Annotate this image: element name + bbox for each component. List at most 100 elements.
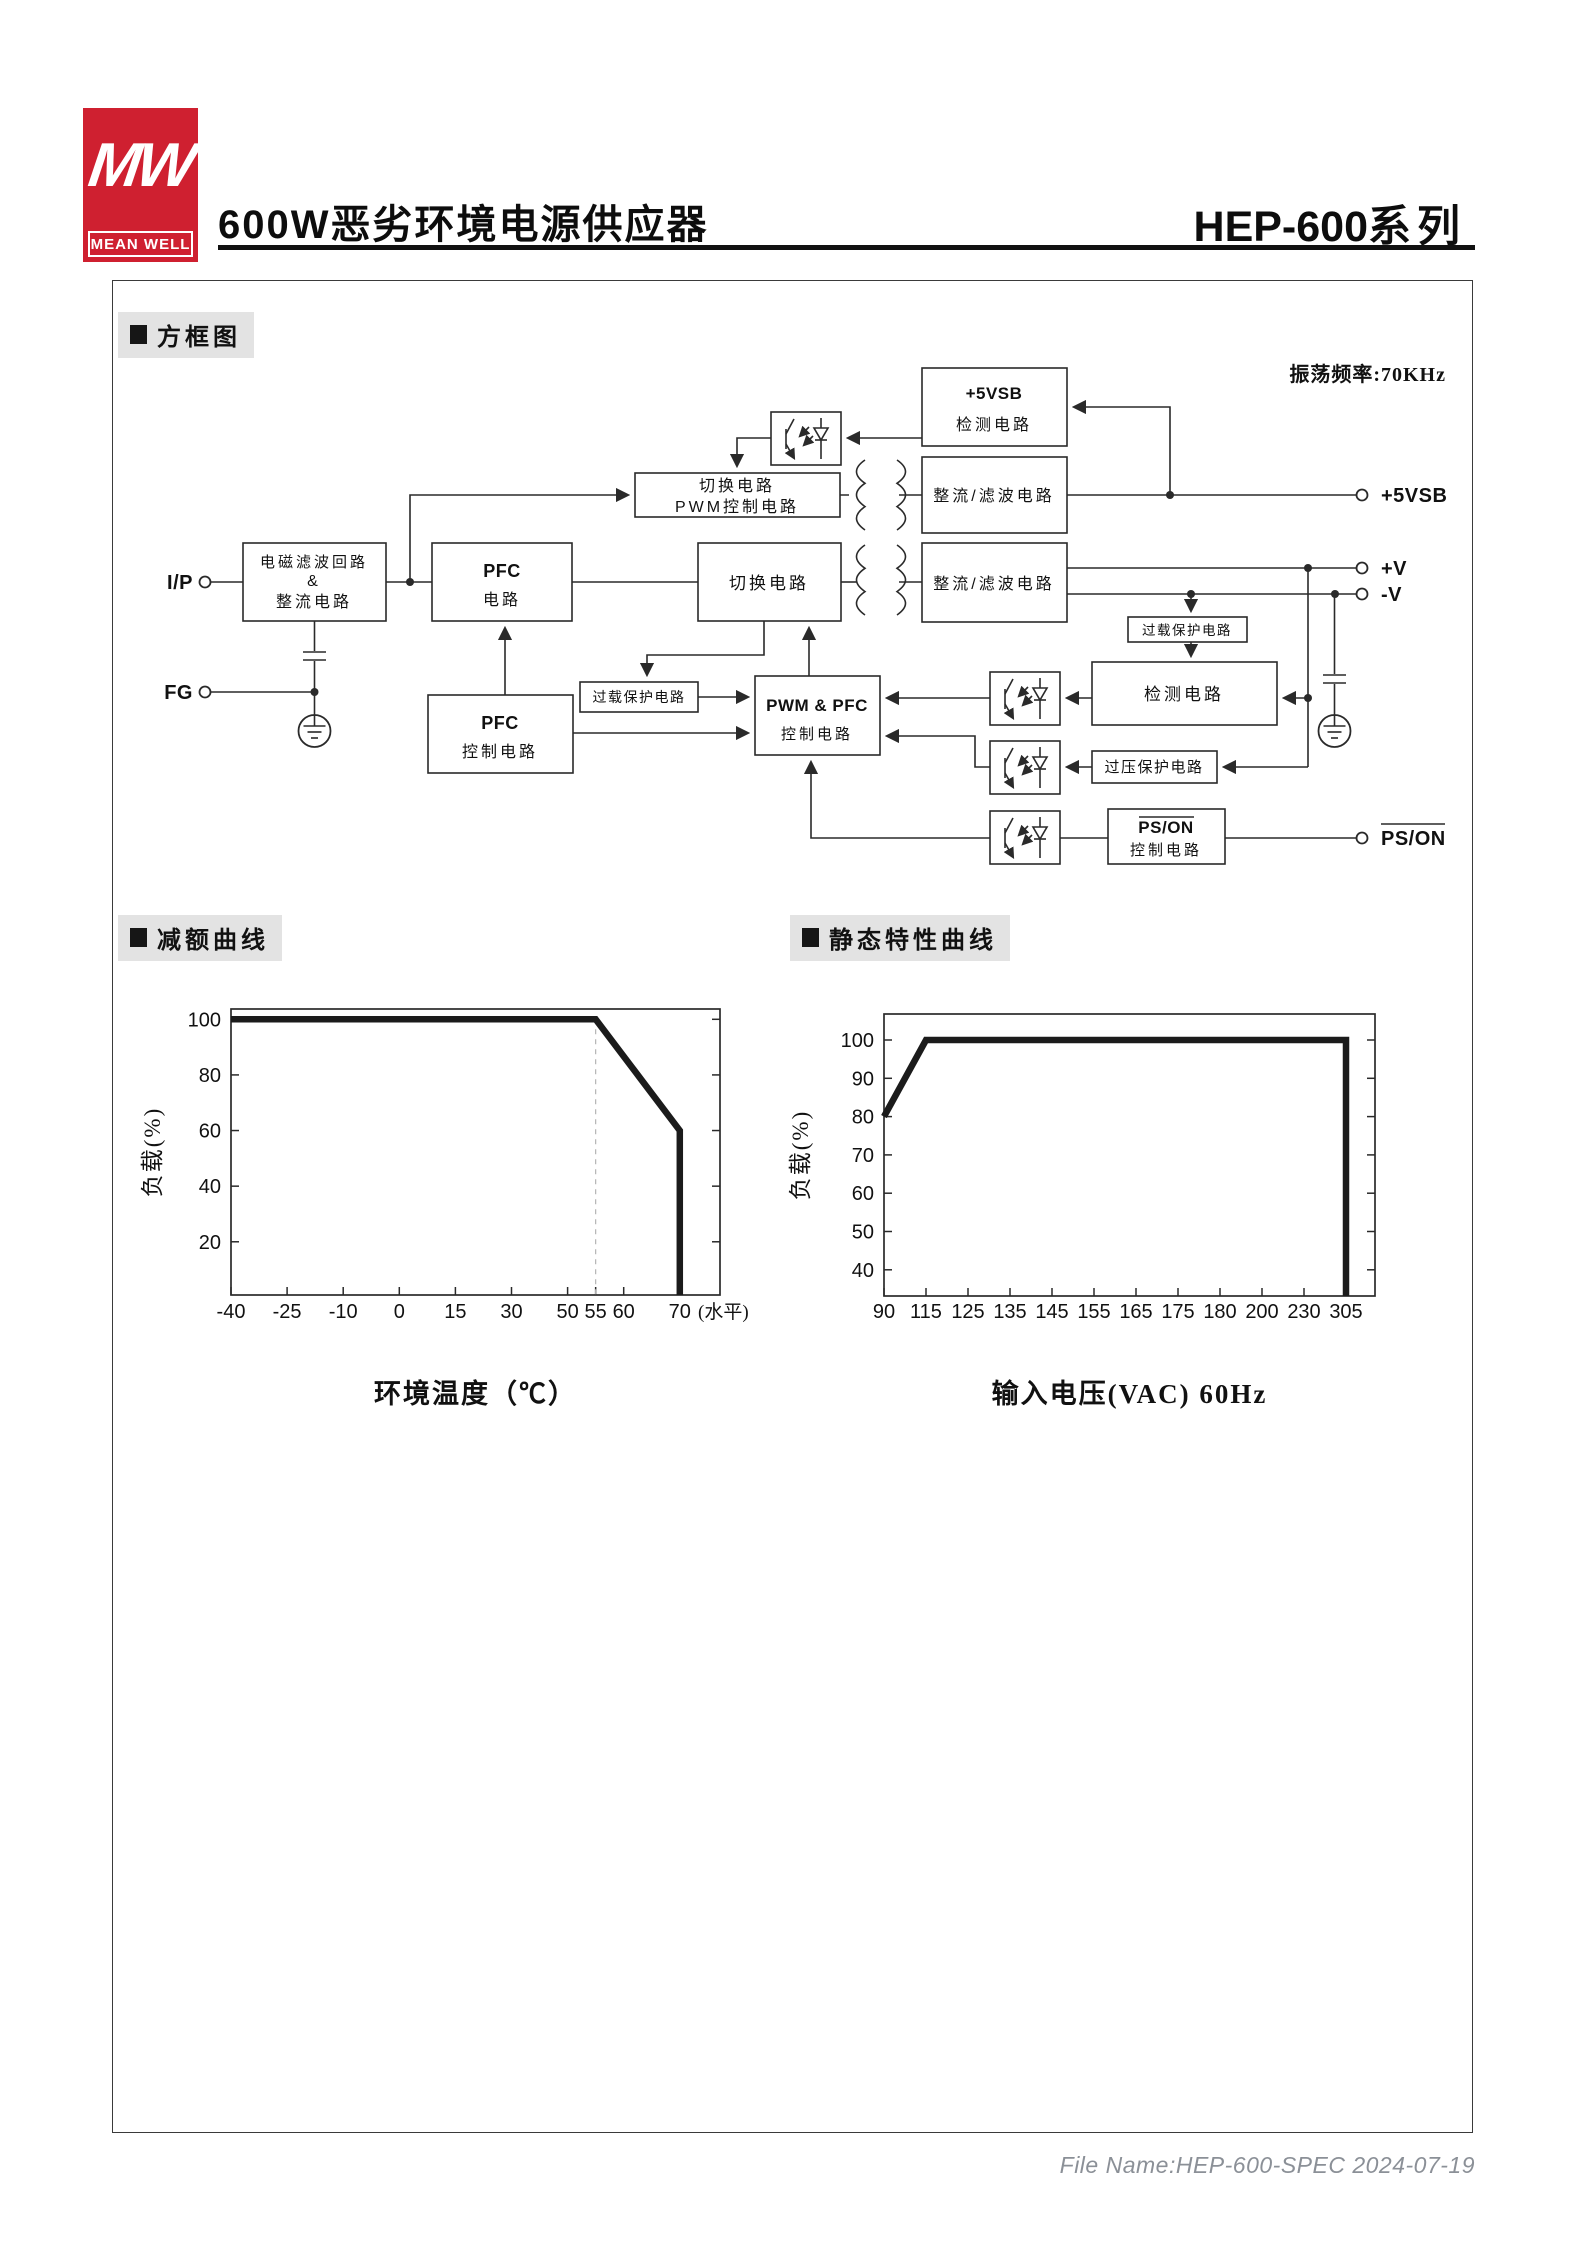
x-tick-label: 175 [1161,1301,1194,1323]
footer-file-name: File Name:HEP-600-SPEC 2024-07-19 [1059,2152,1475,2178]
y-tick-label: 60 [199,1121,221,1143]
x-tick-label: 115 [910,1301,942,1323]
svg-text:整流/滤波电路: 整流/滤波电路 [933,487,1054,505]
svg-text:切换电路: 切换电路 [729,574,809,593]
svg-text:PWM控制电路: PWM控制电路 [675,498,799,516]
section-heading-label: 方框图 [157,325,241,351]
y-tick-label: 40 [852,1260,874,1282]
svg-text:过压保护电路: 过压保护电路 [1104,759,1203,776]
x-tick-label: -10 [329,1301,358,1323]
svg-text:PS/ON: PS/ON [1138,818,1193,837]
terminal-pson: PS/ON [1355,823,1446,850]
y-tick-label: 80 [852,1107,874,1129]
x-tick-label: 180 [1203,1301,1236,1323]
terminal-fg: FG [164,682,212,704]
x-tick-label: 30 [500,1301,522,1323]
y-tick-label: 100 [188,1009,221,1031]
x-tick-label: -25 [273,1301,302,1323]
x-tick-label: 230 [1287,1301,1320,1323]
block-rect-filter-standby: 整流/滤波电路 [921,456,1068,534]
x-tick-label: 145 [1035,1301,1068,1323]
section-heading-label: 静态特性曲线 [829,928,997,954]
block-emi-filter: 电磁滤波回路 & 整流电路 [242,542,387,622]
terminal-vminus: -V [1355,584,1402,606]
svg-text:电路: 电路 [483,591,521,609]
block-overload-protect-2: 过载保护电路 [1127,616,1248,643]
plot-frame [230,1008,721,1296]
section-heading-derating: 减额曲线 [118,915,282,961]
y-tick-label: 70 [852,1145,874,1167]
y-tick-label: 40 [199,1176,221,1198]
plot-frame [883,1013,1376,1297]
series-title: HEP-600系列 [1194,192,1466,254]
svg-text:-V: -V [1381,584,1402,606]
page-title: 600W恶劣环境电源供应器 [218,203,709,247]
y-axis-title: 负载(%) [140,1107,165,1197]
x-tick-label: 0 [394,1301,405,1323]
svg-text:FG: FG [164,682,193,704]
x-tick-label: 90 [873,1301,895,1323]
y-tick-label: 60 [852,1183,874,1205]
section-heading-static-curve: 静态特性曲线 [790,915,1010,961]
y-tick-label: 20 [199,1232,221,1254]
series-suffix: 系列 [1368,204,1466,251]
section-heading-block-diagram: 方框图 [118,312,254,358]
x-tick-label: 60 [613,1301,635,1323]
content-frame [112,280,1473,2133]
y-tick-label: 50 [852,1222,874,1244]
block-pwm-pfc-control: PWM & PFC 控制电路 [754,675,881,756]
block-sw-main: 切换电路 [697,542,842,622]
svg-text:PFC: PFC [483,561,521,581]
svg-text:整流电路: 整流电路 [276,593,352,611]
x-tick-label: 50 [556,1301,578,1323]
x-tick-label: 135 [993,1301,1026,1323]
x-axis-note: (水平) [698,1301,749,1323]
block-rect-filter-main: 整流/滤波电路 [921,542,1068,623]
series-load_vs_ambient_temp [231,1016,684,1295]
x-tick-label: 70 [669,1301,691,1323]
svg-text:整流/滤波电路: 整流/滤波电路 [933,575,1054,593]
block-overload-protect-1: 过载保护电路 [579,681,699,713]
svg-text:控制电路: 控制电路 [462,743,538,761]
header-rule [218,245,1475,250]
x-tick-label: 165 [1119,1301,1152,1323]
x-tick-label: -40 [217,1301,246,1323]
section-heading-label: 减额曲线 [157,928,269,954]
block-sw-pwm: 切换电路 PWM控制电路 [634,472,841,518]
svg-text:电磁滤波回路: 电磁滤波回路 [260,554,368,571]
x-tick-label: 200 [1245,1301,1278,1323]
svg-text:检测电路: 检测电路 [956,416,1032,434]
y-tick-label: 90 [852,1068,874,1090]
svg-text:过载保护电路: 过载保护电路 [1142,623,1232,638]
block-vsb-detect: +5VSB 检测电路 [921,367,1068,447]
svg-text:控制电路: 控制电路 [781,726,853,743]
svg-text:PS/ON: PS/ON [1381,828,1446,850]
x-axis-title: 输入电压(VAC) 60Hz [992,1378,1268,1409]
svg-text:+5VSB: +5VSB [1381,485,1447,507]
block-ovp: 过压保护电路 [1091,750,1218,784]
section-bullet-icon [802,928,819,947]
x-tick-label: 155 [1077,1301,1110,1323]
series-code: HEP-600 [1193,203,1368,251]
x-tick-label: 55 [585,1301,607,1323]
x-tick-label: 305 [1329,1301,1362,1323]
svg-text:I/P: I/P [167,572,193,594]
logo-brand-name: MEAN WELL [88,231,193,257]
block-detect: 检测电路 [1091,661,1278,726]
svg-text:&: & [307,573,321,590]
block-pson-control: PS/ON 控制电路 [1107,808,1226,865]
y-tick-label: 80 [199,1065,221,1087]
svg-text:PWM & PFC: PWM & PFC [766,696,868,715]
transformer-standby-icon [855,459,907,531]
terminal-vsb: +5VSB [1355,485,1447,507]
y-axis-title: 负载(%) [788,1110,813,1200]
x-axis-title: 环境温度（℃） [374,1378,577,1409]
section-bullet-icon [130,325,147,344]
terminal-input: I/P [167,572,212,594]
svg-text:PFC: PFC [481,713,519,733]
transformer-main-icon [855,544,907,616]
